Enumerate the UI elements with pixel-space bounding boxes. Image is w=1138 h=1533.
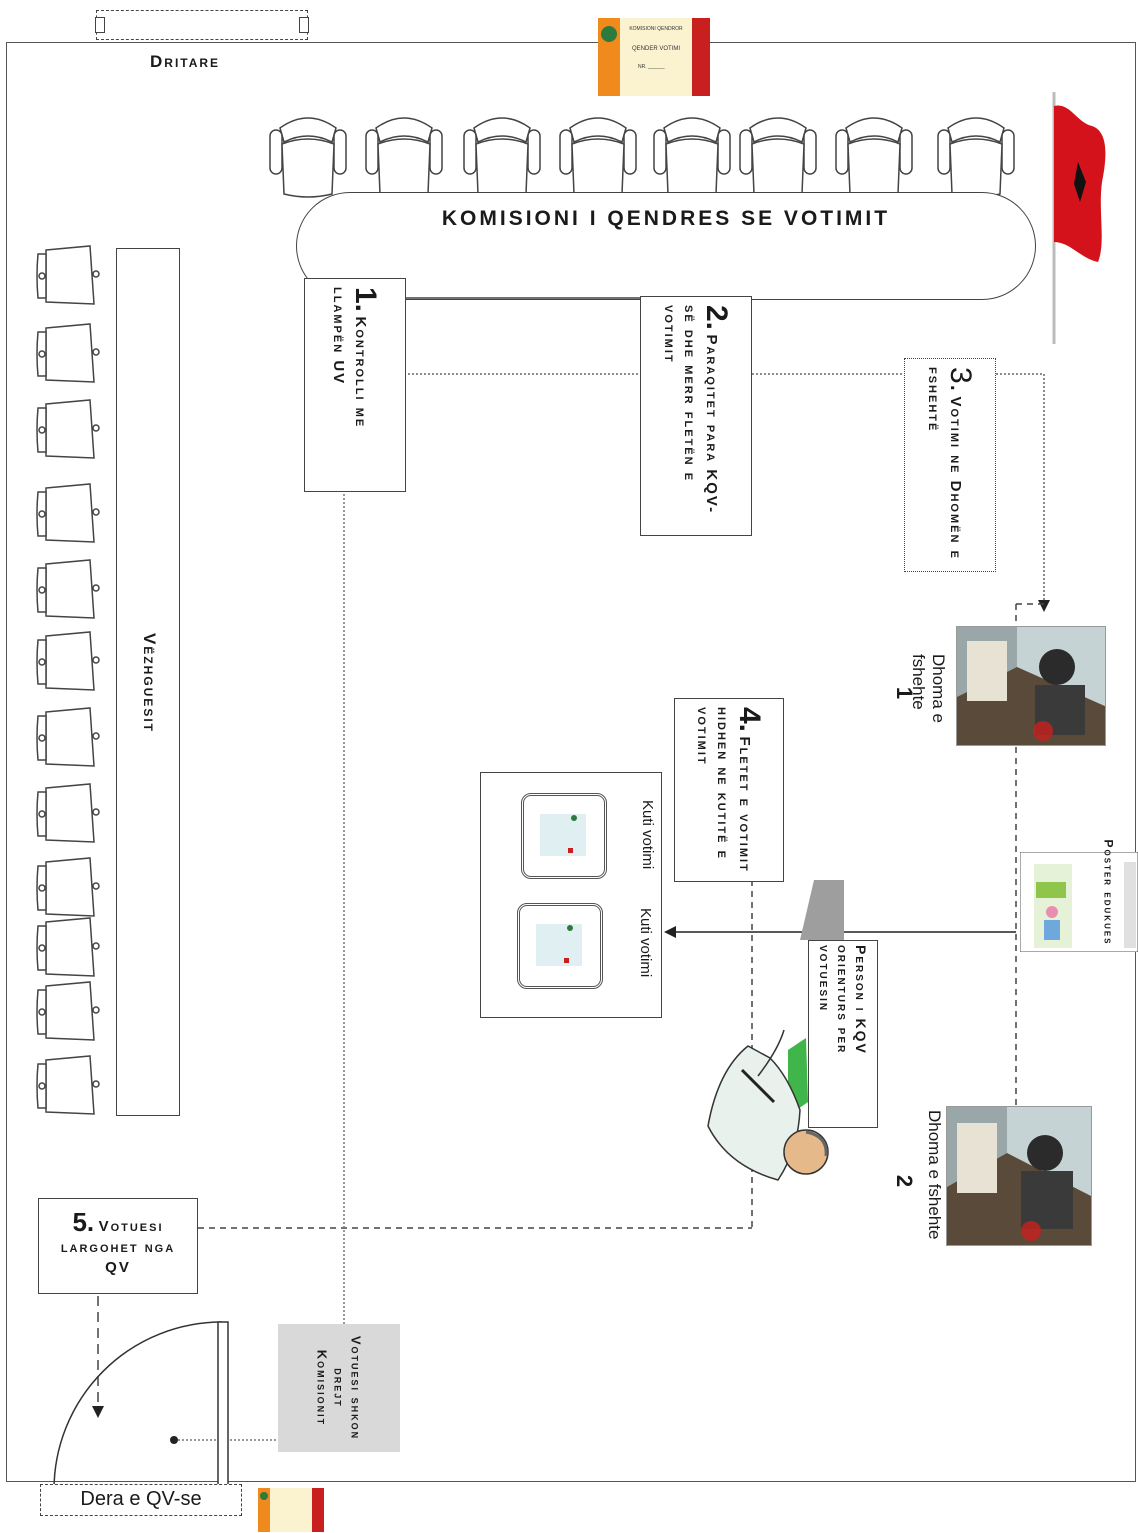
polling-center-sign: KOMISIONI QENDROR QENDER VOTIMI NR. ____… xyxy=(598,18,710,96)
step-4-text: Fletet e votimit hidhen ne kutitë e voti… xyxy=(694,707,753,873)
voting-booth-1-photo xyxy=(956,626,1106,746)
guide-label: Person i KQV orienturs per votuesin xyxy=(817,945,869,1055)
step-3-text: Votimi ne Dhomën e fshehtë xyxy=(925,367,964,560)
commission-table-title: KOMISIONI I QENDRES SE VOTIMIT xyxy=(441,207,891,230)
step-4-number: 4. xyxy=(733,707,766,733)
step-3-box: 3. Votimi ne Dhomën e fshehtë xyxy=(904,358,996,572)
chair-icon xyxy=(36,483,100,543)
voting-booth-2-number: 2 xyxy=(892,1174,918,1188)
chair-icon xyxy=(559,117,637,198)
chair-icon xyxy=(36,631,100,691)
ballot-box-2-label: Kuti votimi xyxy=(637,908,654,978)
voting-booth-2-photo xyxy=(946,1106,1092,1246)
ballot-box-2 xyxy=(517,903,603,989)
chair-icon xyxy=(36,707,100,767)
commission-table: KOMISIONI I QENDRES SE VOTIMIT xyxy=(296,192,1036,300)
poster-label: Poster edukues xyxy=(1101,839,1116,946)
step-3-number: 3. xyxy=(944,367,977,393)
chair-icon xyxy=(463,117,541,198)
voting-booth-2-label: Dhoma e fshehte xyxy=(925,1110,944,1240)
ballot-box-1 xyxy=(521,793,607,879)
ballot-paper-icon xyxy=(536,924,582,966)
chair-icon xyxy=(36,559,100,619)
svg-text:NR. ______: NR. ______ xyxy=(638,64,665,70)
chair-icon xyxy=(739,117,817,198)
step-1-number: 1. xyxy=(349,287,382,313)
step-5-text: Votuesi largohet nga QV xyxy=(60,1218,176,1276)
step-5-number: 5. xyxy=(72,1207,95,1237)
window-frame xyxy=(95,10,309,40)
chair-icon xyxy=(269,117,347,198)
polling-center-sign-small xyxy=(258,1488,324,1532)
chair-icon xyxy=(36,857,100,917)
step-5-box: 5. Votuesi largohet nga QV xyxy=(38,1198,198,1294)
chair-icon xyxy=(36,323,100,383)
step-1-box: 1. Kontrolli me llampën UV xyxy=(304,278,406,492)
door-label: Dera e QV-se xyxy=(40,1484,242,1516)
chair-icon xyxy=(36,917,100,977)
step-2-text: Paraqitet para KQV-së dhe merr fletën e … xyxy=(661,305,720,515)
chair-icon xyxy=(36,399,100,459)
svg-text:QENDER VOTIMI: QENDER VOTIMI xyxy=(632,46,680,52)
step-2-box: 2. Paraqitet para KQV-së dhe merr fletën… xyxy=(640,296,752,536)
observers-bench: Vëzhguesit xyxy=(116,248,180,1116)
room-outline xyxy=(6,42,1136,1482)
to-commission-label: Votuesi shkon drejt Komisionit xyxy=(314,1335,364,1441)
step-2-number: 2. xyxy=(700,305,733,331)
educational-poster xyxy=(1020,852,1138,952)
step-4-box: 4. Fletet e votimit hidhen ne kutitë e v… xyxy=(674,698,784,882)
voting-booth-1-number: 1 xyxy=(892,686,918,700)
guide-person-illustration xyxy=(707,880,844,1181)
chair-icon xyxy=(36,1055,100,1115)
chair-icon xyxy=(36,783,100,843)
to-commission-box: Votuesi shkon drejt Komisionit xyxy=(278,1324,400,1452)
ballot-paper-icon xyxy=(540,814,586,856)
ballot-boxes-area xyxy=(480,772,662,1018)
chair-icon xyxy=(937,117,1015,198)
svg-text:KOMISIONI QENDROR: KOMISIONI QENDROR xyxy=(629,26,683,32)
chair-icon xyxy=(835,117,913,198)
chair-icon xyxy=(36,981,100,1041)
flag-icon xyxy=(1052,92,1106,344)
window-label: Dritare xyxy=(150,52,221,71)
ballot-box-1-label: Kuti votimi xyxy=(639,800,656,870)
guide-label-box: Person i KQV orienturs per votuesin xyxy=(808,940,878,1128)
chair-icon xyxy=(365,117,443,198)
chair-icon xyxy=(36,245,100,305)
